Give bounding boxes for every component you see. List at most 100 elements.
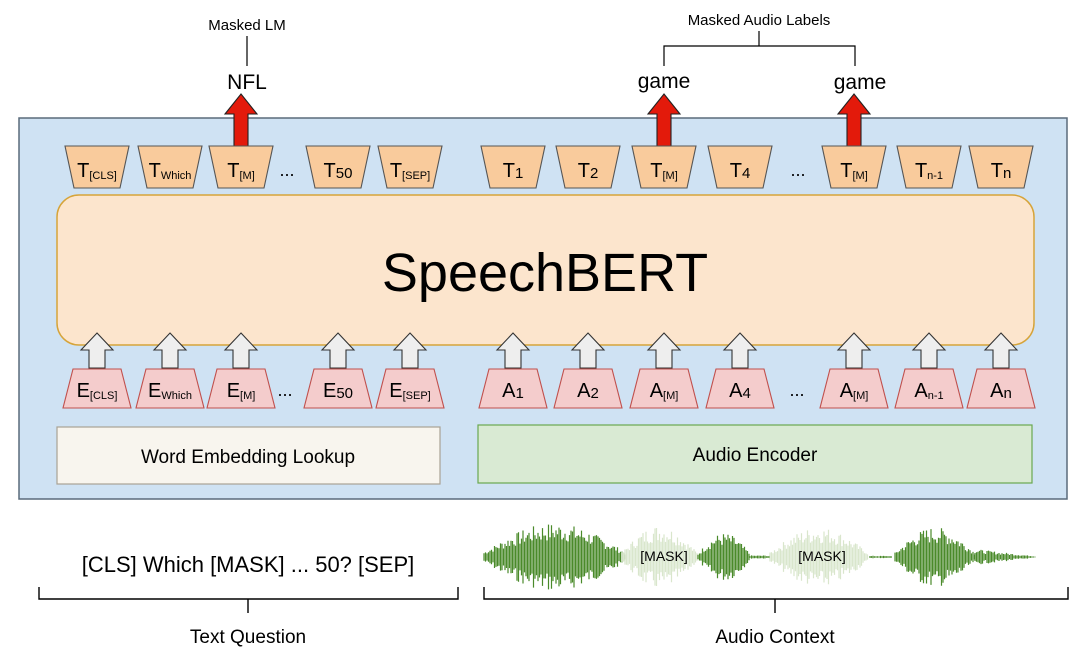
waveform-segment: [974, 549, 1036, 565]
input-up-arrow-6: [495, 332, 531, 369]
input-token-label: E[CLS]: [77, 380, 118, 402]
input-token-audio-6: An-1: [894, 368, 964, 409]
input-token-audio-7: An: [966, 368, 1036, 409]
audio-mask-label-2: [MASK]: [798, 548, 845, 564]
output-token-text-1: T[CLS]: [64, 145, 130, 189]
audio-context-bracket: [483, 587, 1069, 613]
output-token-label: T[CLS]: [77, 160, 117, 182]
waveform-segment: [869, 555, 892, 559]
input-token-shape: [62, 368, 132, 409]
output-token-label: T[M]: [650, 160, 678, 182]
output-token-shape: [305, 145, 371, 189]
output-token-shape: [480, 145, 546, 189]
audio-encoder-label: Audio Encoder: [693, 445, 818, 466]
input-up-arrow-7: [570, 332, 606, 369]
output-token-shape: [968, 145, 1034, 189]
audio-context-label: Audio Context: [715, 627, 835, 648]
masked-audio-title: Masked Audio Labels: [688, 12, 831, 29]
output-token-shape: [631, 145, 697, 189]
output-token-shape: [208, 145, 274, 189]
waveform-segment: [697, 534, 750, 580]
input-token-shape: [375, 368, 445, 409]
output-token-audio-6: Tn-1: [896, 145, 962, 189]
text-question-label: Text Question: [190, 627, 306, 648]
output-ellipsis-audio: ...: [790, 160, 805, 180]
input-arrows: [79, 332, 1019, 369]
input-token-text-3: E[M]: [206, 368, 276, 409]
masked-audio-prediction-1: game: [638, 70, 691, 93]
output-token-label: T2: [578, 160, 599, 182]
input-token-shape: [206, 368, 276, 409]
input-token-label: An-1: [914, 380, 943, 402]
audio-encoder-box: [477, 424, 1033, 484]
output-token-shape: [821, 145, 887, 189]
input-up-arrow-5: [392, 332, 428, 369]
output-token-audio-2: T2: [555, 145, 621, 189]
output-token-shape: [137, 145, 203, 189]
input-token-audio-2: A2: [553, 368, 623, 409]
input-token-label: A4: [729, 380, 751, 402]
output-token-label: TWhich: [149, 160, 192, 182]
input-ellipsis-text: ...: [277, 380, 292, 400]
input-token-label: An: [990, 380, 1012, 402]
input-tokens: E[CLS] EWhich E[M] E50 E[SEP] A1 A2 A[M] A4 A[M] A…: [62, 368, 1036, 409]
input-up-arrow-2: [152, 332, 188, 369]
output-token-label: T[M]: [227, 160, 255, 182]
output-ellipsis-text: ...: [279, 160, 294, 180]
input-token-text-4: E50: [303, 368, 373, 409]
input-token-audio-5: A[M]: [819, 368, 889, 409]
input-token-label: E[SEP]: [389, 380, 430, 402]
output-token-shape: [64, 145, 130, 189]
input-token-shape: [705, 368, 775, 409]
input-token-label: E[M]: [227, 380, 256, 402]
input-token-audio-1: A1: [478, 368, 548, 409]
output-token-label: Tn-1: [915, 160, 943, 182]
input-token-text-2: EWhich: [135, 368, 205, 409]
word-embedding-box: [56, 426, 441, 485]
input-token-shape: [303, 368, 373, 409]
input-up-arrow-8: [646, 332, 682, 369]
input-token-shape: [966, 368, 1036, 409]
input-up-arrow-3: [223, 332, 259, 369]
masked-waveform-segment: [769, 529, 869, 585]
output-token-text-2: TWhich: [137, 145, 203, 189]
input-token-label: A[M]: [840, 380, 869, 402]
input-token-label: A[M]: [650, 380, 679, 402]
input-token-label: A2: [577, 380, 599, 402]
input-up-arrow-9: [722, 332, 758, 369]
output-token-audio-7: Tn: [968, 145, 1034, 189]
input-up-arrow-1: [79, 332, 115, 369]
output-token-text-4: T50: [305, 145, 371, 189]
output-token-audio-3: T[M]: [631, 145, 697, 189]
masked-audio-prediction-2: game: [834, 71, 887, 94]
input-up-arrow-10: [836, 332, 872, 369]
speechbert-core: [56, 194, 1035, 346]
output-token-label: T4: [730, 160, 751, 182]
output-token-text-5: T[SEP]: [377, 145, 443, 189]
word-embedding-label: Word Embedding Lookup: [141, 447, 355, 468]
input-token-label: A1: [502, 380, 524, 402]
output-token-shape: [896, 145, 962, 189]
output-token-label: T1: [503, 160, 524, 182]
input-token-shape: [478, 368, 548, 409]
output-token-audio-4: T4: [707, 145, 773, 189]
input-token-audio-4: A4: [705, 368, 775, 409]
output-token-label: T[M]: [840, 160, 868, 182]
output-token-shape: [555, 145, 621, 189]
audio-mask-label-1: [MASK]: [640, 548, 687, 564]
output-token-shape: [707, 145, 773, 189]
waveform-segment: [749, 555, 771, 559]
input-token-shape: [629, 368, 699, 409]
text-question-bracket: [38, 587, 459, 613]
input-token-label: E50: [323, 380, 353, 402]
input-token-shape: [553, 368, 623, 409]
input-up-arrow-11: [911, 332, 947, 369]
waveform-segment: [483, 524, 626, 590]
input-token-label: EWhich: [148, 380, 192, 402]
output-token-shape: [377, 145, 443, 189]
input-token-shape: [135, 368, 205, 409]
input-up-arrow-4: [320, 332, 356, 369]
model-name: SpeechBERT: [382, 243, 708, 303]
